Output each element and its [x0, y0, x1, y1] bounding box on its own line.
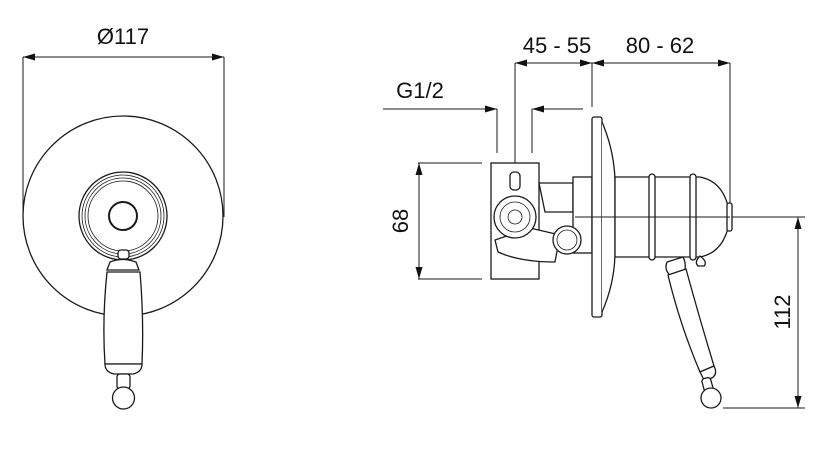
handle-drop-label: 112 [770, 294, 795, 329]
depth-body-label: 45 - 55 [523, 33, 592, 58]
diameter-label: Ø117 [97, 24, 149, 49]
handle-housing [575, 173, 733, 267]
side-view: 45 - 55 80 - 62 G1/2 68 112 [383, 33, 805, 409]
lever-handle-side [665, 256, 722, 409]
depth-projection-label: 80 - 62 [626, 33, 695, 58]
thread-label: G1/2 [396, 78, 444, 103]
thread-dimension: G1/2 [383, 78, 583, 153]
height-dimension: 68 [388, 162, 482, 280]
lever-handle-front [103, 249, 144, 410]
escutcheon [78, 171, 168, 261]
body-height-label: 68 [388, 209, 413, 233]
diameter-dimension: Ø117 [22, 24, 225, 217]
front-view: Ø117 [22, 24, 225, 410]
valve-body [490, 162, 593, 280]
